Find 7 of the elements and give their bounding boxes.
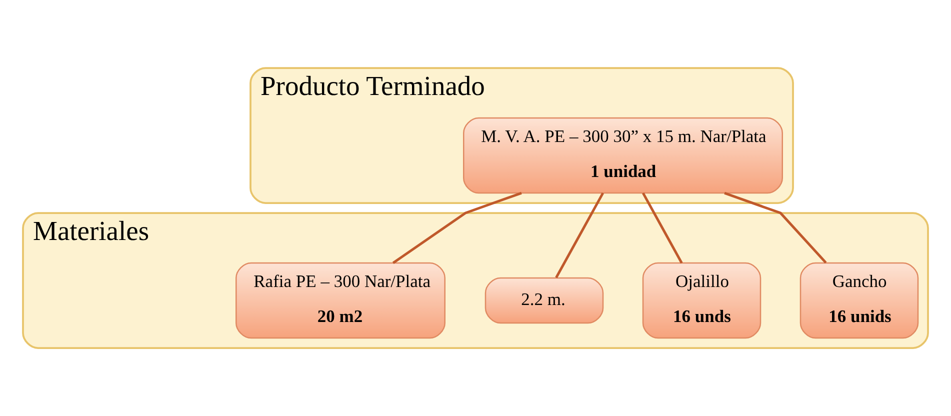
node-box: Rafia PE – 300 Nar/Plata 20 m2 [236,262,446,339]
connector [642,192,683,264]
node-box: 2.2 m. [484,277,604,324]
node-box: Gancho 16 unids [800,262,919,339]
node-box: M. V. A. PE – 300 30” x 15 m. Nar/Plata 1 unidad [463,117,783,194]
connector [555,192,604,278]
node-box: Ojalillo 16 unds [642,262,762,339]
